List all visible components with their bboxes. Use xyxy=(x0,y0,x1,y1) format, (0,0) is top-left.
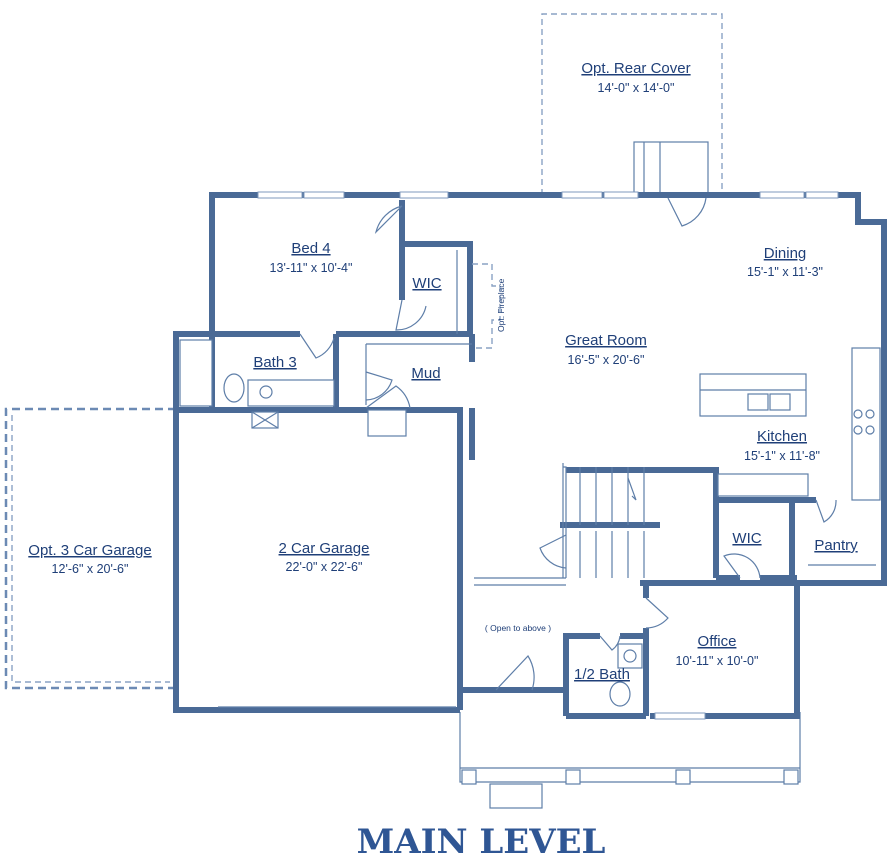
interior-details xyxy=(365,250,876,586)
kitchen-counter xyxy=(851,347,881,501)
wic-bed-name: WIC xyxy=(412,275,441,292)
great-room-dims: 16'-5" x 20'-6" xyxy=(568,353,645,367)
porch-column xyxy=(783,769,799,785)
wic-kitchen-name: WIC xyxy=(732,530,761,547)
stove-burner-icon xyxy=(865,425,875,435)
half-bath-name: 1/2 Bath xyxy=(574,666,630,683)
plan-title: MAIN LEVEL xyxy=(357,822,606,860)
rear-cover-name: Opt. Rear Cover xyxy=(581,60,690,77)
front-porch xyxy=(459,712,801,809)
bath3-fixtures xyxy=(179,339,335,429)
office-dims: 10'-11" x 10'-0" xyxy=(676,654,759,668)
kitchen-dims: 15'-1" x 11'-8" xyxy=(744,449,820,463)
bath3-name: Bath 3 xyxy=(253,354,296,371)
rear-windows xyxy=(257,191,839,720)
pantry-name: Pantry xyxy=(814,537,858,554)
stove-burner-icon xyxy=(865,409,875,419)
stove-burner-icon xyxy=(853,409,863,419)
kitchen-fixtures xyxy=(699,347,881,501)
toilet-icon xyxy=(223,373,245,403)
porch-column xyxy=(565,769,581,785)
kitchen-name: Kitchen xyxy=(757,428,807,445)
rear-stoop xyxy=(633,141,709,197)
opt-rear-cover-outline xyxy=(541,13,723,195)
garage2-dims: 22'-0" x 22'-6" xyxy=(286,560,363,574)
staircase xyxy=(563,466,645,578)
bathtub-icon xyxy=(179,339,213,407)
stove-burner-icon xyxy=(853,425,863,435)
bed4-name: Bed 4 xyxy=(291,240,330,257)
fireplace-label: Opt. Fireplace xyxy=(496,278,506,332)
kitchen-cabinets xyxy=(717,473,809,497)
mud-name: Mud xyxy=(411,365,440,382)
dining-dims: 15'-1" x 11'-3" xyxy=(747,265,823,279)
half-bath-fixtures xyxy=(609,643,643,707)
garage2-name: 2 Car Garage xyxy=(279,540,370,557)
office-name: Office xyxy=(698,633,737,650)
rear-cover-dims: 14'-0" x 14'-0" xyxy=(598,81,675,95)
garage3-name: Opt. 3 Car Garage xyxy=(28,542,151,559)
great-room-name: Great Room xyxy=(565,332,647,349)
sink-icon xyxy=(259,385,273,399)
toilet-icon xyxy=(609,681,631,707)
sink-icon xyxy=(617,643,643,669)
dining-name: Dining xyxy=(764,245,807,262)
sink-icon xyxy=(747,393,769,411)
garage3-dims: 12'-6" x 20'-6" xyxy=(52,562,129,576)
bed4-dims: 13'-11" x 10'-4" xyxy=(270,261,353,275)
opt-fireplace-outline xyxy=(472,263,501,349)
porch-step xyxy=(489,783,543,809)
porch-column xyxy=(675,769,691,785)
doors xyxy=(218,197,837,708)
opt-3-car-garage-outline xyxy=(4,407,176,690)
open-to-above-label: ( Open to above ) xyxy=(485,623,551,633)
room-labels: Opt. Rear Cover 14'-0" x 14'-0" Bed 4 13… xyxy=(28,60,858,683)
sink-icon xyxy=(769,393,791,411)
porch-column xyxy=(461,769,477,785)
